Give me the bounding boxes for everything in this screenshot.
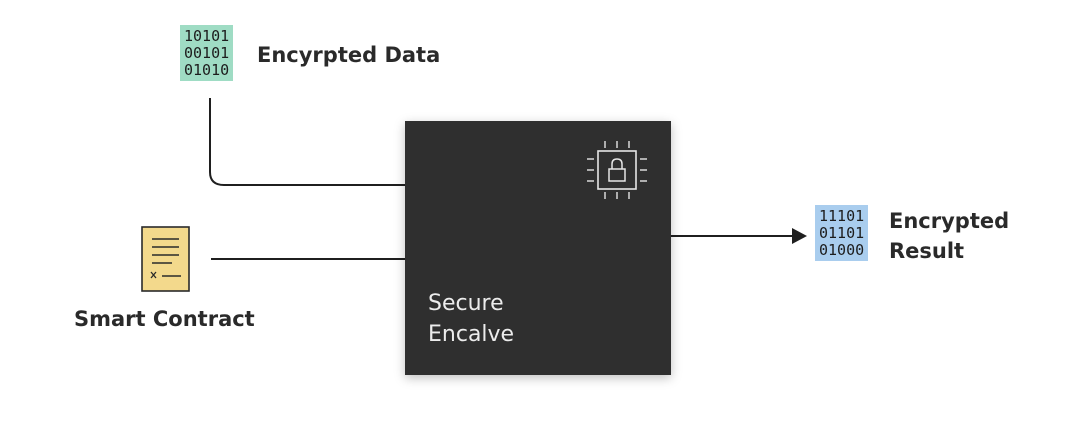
result-arrowhead	[792, 228, 807, 244]
smart-contract-label: Smart Contract	[74, 307, 255, 331]
bits-row: 10101	[184, 27, 230, 45]
secure-enclave-box: Secure Encalve	[405, 121, 671, 375]
bits-row: 01000	[819, 241, 865, 259]
encrypted-result-label: Encrypted Result	[889, 206, 1009, 266]
contract-document-icon	[141, 226, 190, 292]
encrypted-result-bits: 11101 01101 01000	[815, 205, 869, 261]
data-connector-line	[209, 98, 405, 186]
enclave-title-line: Encalve	[428, 322, 515, 347]
bits-row: 01010	[184, 61, 230, 79]
enclave-title: Secure Encalve	[428, 288, 514, 350]
encrypted-data-bits: 10101 00101 01010	[180, 25, 234, 81]
bits-row: 01101	[819, 224, 865, 242]
enclave-title-line: Secure	[428, 291, 504, 316]
encrypted-data-label: Encyrpted Data	[257, 43, 441, 67]
result-label-line: Encrypted	[889, 209, 1010, 233]
bits-row: 00101	[184, 44, 230, 62]
chip-lock-icon	[587, 141, 647, 199]
result-label-line: Result	[889, 239, 965, 263]
bits-row: 11101	[819, 207, 865, 225]
